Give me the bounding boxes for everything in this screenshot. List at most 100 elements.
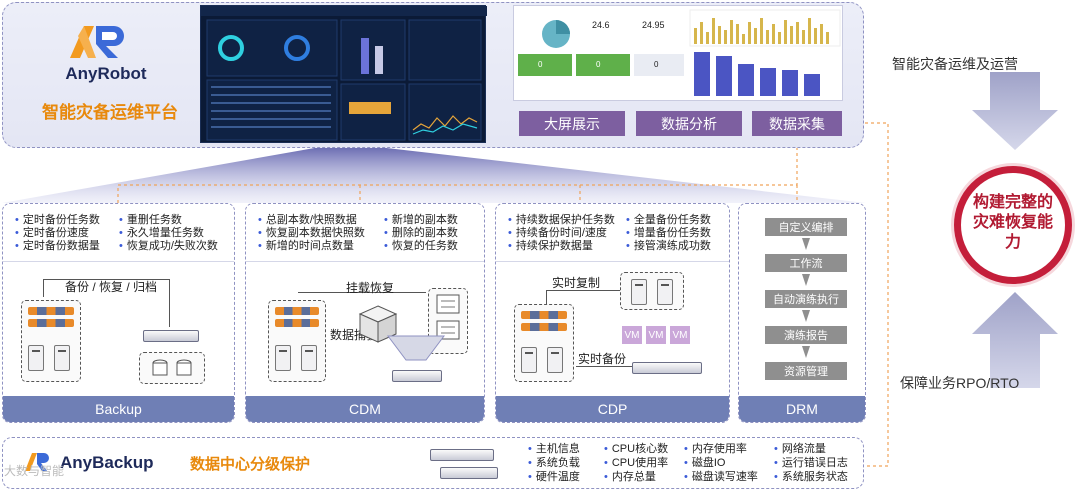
analytics-value-4: 0	[596, 60, 601, 69]
metric: 主机信息	[535, 443, 580, 455]
analytics-graphics	[518, 9, 841, 96]
cdp-module-title: CDP	[496, 396, 729, 422]
platform-title: 智能灾备运维平台	[42, 103, 178, 122]
building-icon	[358, 305, 398, 343]
feedback-dashed-lines	[117, 122, 889, 467]
cdp-module: •持续数据保护任务数 •持续备份时间/速度 •持续保护数据量 •全量备份任务数 …	[495, 203, 730, 423]
metric: 全量备份任务数	[633, 214, 711, 226]
cdp-storage-icon	[632, 362, 702, 374]
metric: 持续数据保护任务数	[515, 214, 615, 226]
realtime-backup-label: 实时备份	[578, 352, 627, 366]
drm-module: 自定义编排 工作流 自动演练执行 演练报告 资源管理 DRM	[738, 203, 866, 423]
anyrobot-logo-text: AnyRobot	[65, 64, 147, 83]
cdm-metrics-right: •新增的副本数 •删除的副本数 •恢复的任务数	[384, 214, 458, 252]
analytics-screenshot: 24.6 24.95 0 0 0	[513, 5, 843, 101]
host-metrics-col-4: •网络流量 •运行错误日志 •系统服务状态	[774, 443, 848, 483]
mount-restore-label: 挂载恢复	[346, 281, 395, 295]
backup-module: •定时备份任务数 •定时备份速度 •定时备份数据量 •重删任务数 •永久增量任务…	[2, 203, 235, 423]
server-icon	[301, 345, 317, 371]
anybackup-bar	[2, 437, 864, 489]
cdm-metrics: •总副本数/快照数据 •恢复副本数据快照数 •新增的时间点数量 •新增的副本数 …	[246, 204, 484, 262]
vm-badge: VM	[622, 326, 642, 344]
rack-icon	[28, 319, 74, 327]
analytics-value-5: 0	[654, 60, 659, 69]
database-group	[139, 352, 205, 384]
vm-badge: VM	[670, 326, 690, 344]
metric: 定时备份速度	[22, 227, 89, 239]
metric: 恢复成功/失败次数	[126, 240, 218, 252]
cdp-metrics-right: •全量备份任务数 •增量备份任务数 •接管演练成功数	[626, 214, 711, 252]
metric: 接管演练成功数	[633, 240, 711, 252]
anyrobot-logo-icon	[70, 26, 124, 58]
server-icon	[28, 345, 44, 371]
analytics-value-3: 0	[538, 60, 543, 69]
realtime-replicate-label: 实时复制	[552, 276, 601, 290]
data-analysis-button: 数据分析	[636, 111, 742, 136]
analytics-value-2: 24.95	[642, 20, 665, 30]
cdp-metrics: •持续数据保护任务数 •持续备份时间/速度 •持续保护数据量 •全量备份任务数 …	[496, 204, 729, 262]
drm-step-arrows	[802, 238, 810, 358]
watermark: 大数与智能	[4, 464, 65, 478]
server-icon	[54, 345, 70, 371]
metric: 新增的副本数	[391, 214, 458, 226]
metric: 永久增量任务数	[126, 227, 204, 239]
metric: CPU使用率	[611, 457, 669, 469]
drm-step-auto-drill: 自动演练执行	[765, 290, 847, 308]
drm-module-title: DRM	[739, 396, 865, 422]
metric: 增量备份任务数	[633, 227, 711, 239]
metric: 持续备份时间/速度	[515, 227, 607, 239]
rack-icon	[28, 307, 74, 315]
server-icon	[631, 279, 647, 305]
cdm-metrics-left: •总副本数/快照数据 •恢复副本数据快照数 •新增的时间点数量	[258, 214, 365, 252]
rack-icon	[521, 323, 567, 331]
metric: 磁盘读写速率	[691, 471, 758, 483]
metric: 定时备份数据量	[22, 240, 100, 252]
drm-step-report: 演练报告	[765, 326, 847, 344]
metric: CPU核心数	[611, 443, 669, 455]
drm-step-workflow: 工作流	[765, 254, 847, 272]
metric: 重删任务数	[126, 214, 182, 226]
anybackup-logo-icon	[25, 453, 49, 471]
metric: 定时备份任务数	[22, 214, 100, 226]
down-arrow	[972, 72, 1058, 150]
distribution-fan	[2, 143, 866, 203]
metric: 新增的时间点数量	[265, 240, 354, 252]
rpo-rto-label: 保障业务RPO/RTO	[900, 375, 1020, 391]
server-icon	[275, 345, 291, 371]
server-icon	[521, 347, 537, 373]
backup-flow-label: 备份 / 恢复 / 归档	[65, 280, 158, 294]
metric: 网络流量	[781, 443, 826, 455]
rack-icon	[521, 311, 567, 319]
metric: 内存总量	[611, 471, 656, 483]
flow-line	[546, 290, 620, 291]
metric: 磁盘IO	[691, 457, 726, 469]
metric: 运行错误日志	[781, 457, 848, 469]
cdm-module-title: CDM	[246, 396, 484, 422]
server-icon	[547, 347, 563, 373]
capture-funnel-icon	[387, 335, 445, 361]
host-metrics-col-1: •主机信息 •系统负载 •硬件温度	[528, 443, 580, 483]
metric: 硬件温度	[535, 471, 580, 483]
flow-line	[43, 279, 169, 280]
rack-icon	[275, 307, 319, 315]
backup-metrics-right: •重删任务数 •永久增量任务数 •恢复成功/失败次数	[119, 214, 218, 252]
document-icon	[436, 294, 460, 340]
production-host	[514, 304, 574, 382]
dashboard-graphics	[201, 6, 487, 141]
metric: 总副本数/快照数据	[265, 214, 357, 226]
flow-line	[169, 279, 170, 327]
appliance-icon	[430, 449, 494, 461]
flow-line	[576, 366, 632, 367]
ops-label: 智能灾备运维及运营	[892, 56, 1018, 72]
data-collection-button: 数据采集	[752, 111, 842, 136]
backup-storage-icon	[143, 330, 199, 342]
host-metrics-col-3: •内存使用率 •磁盘IO •磁盘读写速率	[684, 443, 758, 483]
backup-metrics: •定时备份任务数 •定时备份速度 •定时备份数据量 •重删任务数 •永久增量任务…	[3, 204, 234, 262]
metric: 系统负载	[535, 457, 580, 469]
flow-line	[43, 279, 44, 297]
production-host	[268, 300, 326, 382]
goal-text: 构建完整的灾难恢复能力	[972, 194, 1053, 251]
metric: 内存使用率	[691, 443, 747, 455]
backup-metrics-left: •定时备份任务数 •定时备份速度 •定时备份数据量	[15, 214, 100, 252]
rack-icon	[275, 319, 319, 327]
